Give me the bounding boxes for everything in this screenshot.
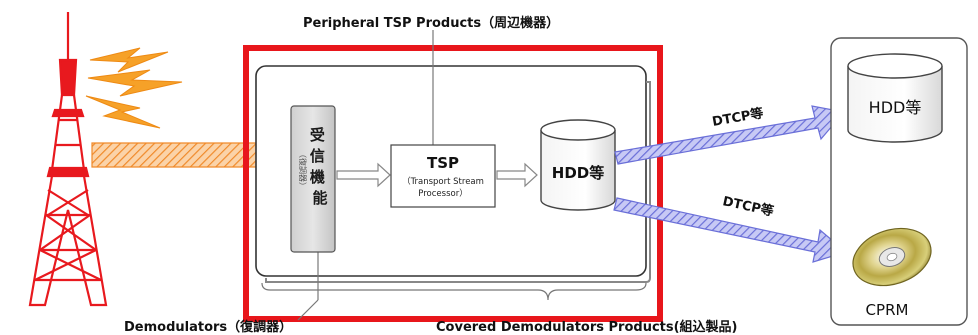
broadcast-tower-icon xyxy=(28,12,108,307)
inner-box-shadow xyxy=(265,81,651,283)
receiver-to-tsp-arrow xyxy=(336,162,391,188)
demodulators-label: Demodulators（復調器） xyxy=(124,320,293,335)
tsp-desc-line1: （Transport Stream xyxy=(402,176,484,187)
dtcp-arrow-to-disc xyxy=(613,197,848,263)
peripheral-products-label: Peripheral TSP Products（周辺機器） xyxy=(303,16,560,31)
tsp-box xyxy=(390,144,496,208)
hdd-inner-label: HDD等 xyxy=(552,164,604,182)
dtcp-label-top: DTCP等 xyxy=(711,105,765,130)
cprm-label: CPRM xyxy=(866,301,909,319)
hdd-outer-cylinder xyxy=(847,53,943,143)
signal-lightning-icon xyxy=(85,47,183,129)
covered-bracket xyxy=(261,282,647,301)
receiver-sublabel: （復調器） xyxy=(298,150,308,190)
tsp-desc-line2: Processor） xyxy=(418,188,467,199)
tsp-to-hdd-arrow xyxy=(496,162,538,188)
dtcp-label-bottom: DTCP等 xyxy=(721,193,775,219)
hdd-outer-label: HDD等 xyxy=(869,98,922,117)
hdd-inner-cylinder xyxy=(540,119,616,211)
receiver-box xyxy=(290,105,336,253)
tsp-title: TSP xyxy=(427,154,459,172)
covered-products-label: Covered Demodulators Products(組込製品) xyxy=(436,320,738,335)
demodulator-pointer xyxy=(297,299,319,321)
receiver-label: 受 信 機 能 xyxy=(310,126,330,207)
covered-product-frame xyxy=(243,45,663,322)
optical-disc-icon xyxy=(852,227,932,287)
